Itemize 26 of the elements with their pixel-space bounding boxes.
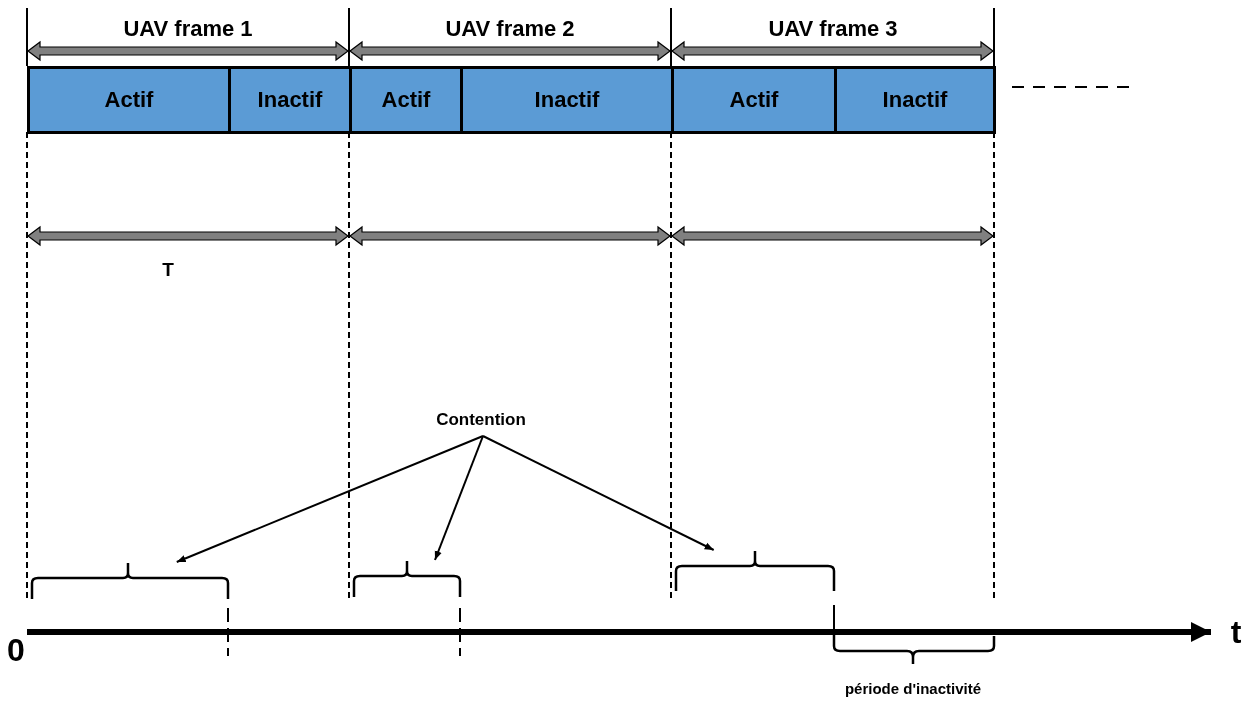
segment-label: Actif xyxy=(381,87,431,113)
period-segment xyxy=(27,66,231,134)
segment-label: Actif xyxy=(104,87,154,113)
segment-label: Inactif xyxy=(882,87,948,113)
arrow xyxy=(482,435,715,551)
period-label: T xyxy=(162,259,174,281)
period-segment xyxy=(349,66,463,134)
frame-label: UAV frame 1 xyxy=(123,16,253,42)
segment-label: Actif xyxy=(729,87,779,113)
curly-bracket xyxy=(353,560,461,598)
brace-label: période d'inactivité xyxy=(844,679,982,697)
period-segment xyxy=(671,66,837,134)
arrow xyxy=(175,435,484,563)
frame-label: UAV frame 2 xyxy=(445,16,575,42)
period-segment xyxy=(228,66,352,134)
arrow xyxy=(433,435,484,561)
axis-origin-label: 0 xyxy=(7,631,25,669)
period-segment xyxy=(834,66,996,134)
period-segment xyxy=(460,66,674,134)
callout-label: Contention xyxy=(420,410,542,436)
segment-label: Inactif xyxy=(257,87,323,113)
segment-label: Inactif xyxy=(534,87,600,113)
curly-bracket xyxy=(675,550,835,592)
frame-label: UAV frame 3 xyxy=(768,16,898,42)
axis-label: t xyxy=(1230,613,1242,651)
curly-bracket xyxy=(31,562,229,600)
